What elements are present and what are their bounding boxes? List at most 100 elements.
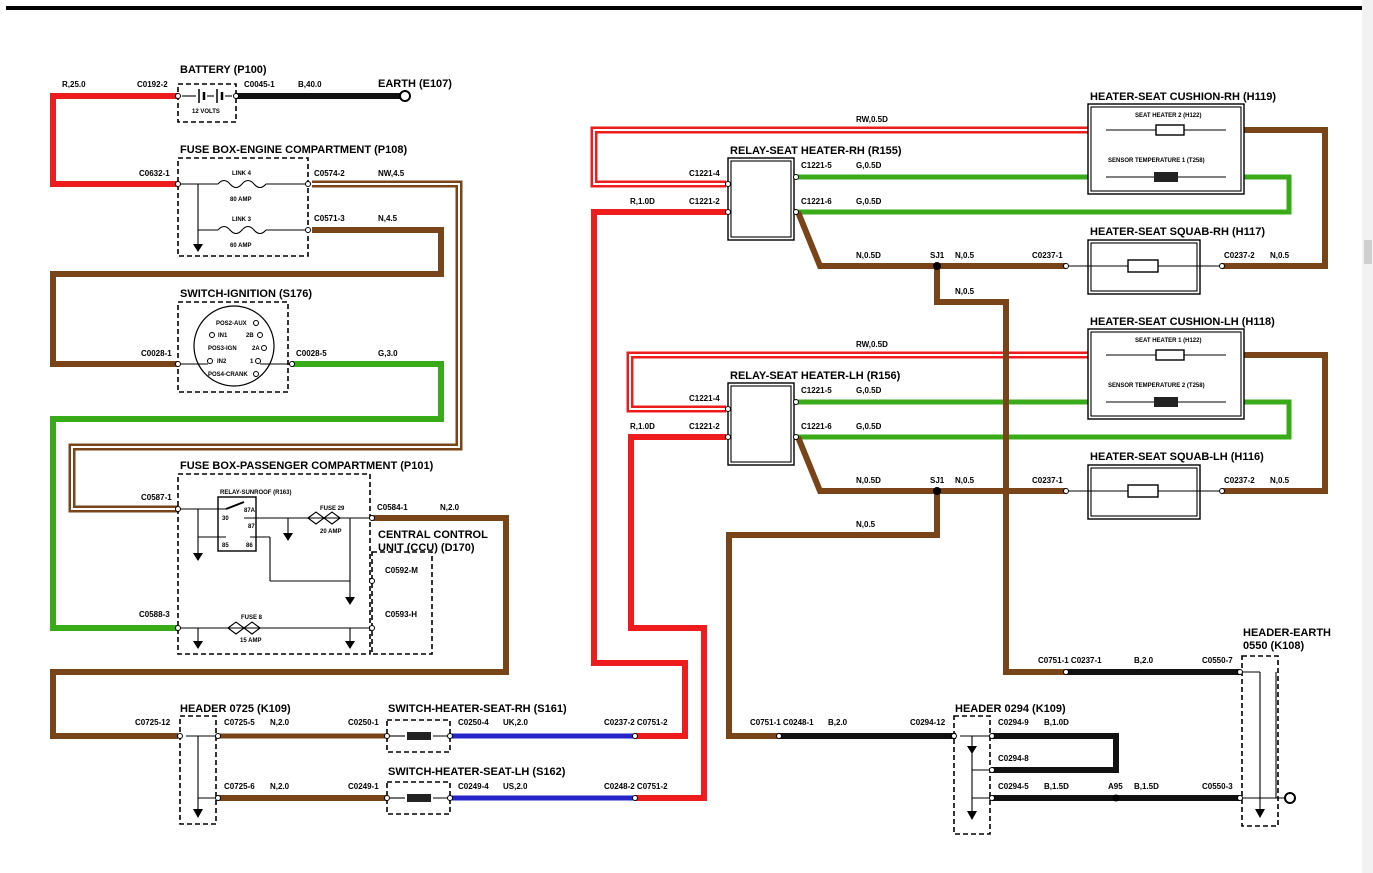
wire-n05-sj1-lh — [726, 491, 940, 739]
svg-text:R,1.0D: R,1.0D — [630, 422, 655, 431]
svg-text:C0550-3: C0550-3 — [1202, 782, 1233, 791]
svg-text:C1221-4: C1221-4 — [689, 394, 720, 403]
svg-text:G,3.0: G,3.0 — [378, 349, 398, 358]
svg-text:US,2.0: US,2.0 — [503, 782, 528, 791]
svg-text:RW,0.5D: RW,0.5D — [856, 340, 888, 349]
svg-text:30: 30 — [222, 516, 229, 522]
svg-text:SJ1: SJ1 — [930, 251, 945, 260]
relay-sunroof-label: RELAY-SUNROOF (R163) — [220, 490, 291, 496]
svg-text:87: 87 — [248, 524, 255, 530]
fusebox-passenger-title: FUSE BOX-PASSENGER COMPARTMENT (P101) — [180, 460, 434, 472]
scrollbar-track[interactable] — [1362, 0, 1373, 873]
pos3-label: POS3-IGN — [208, 346, 237, 352]
svg-text:B,2.0: B,2.0 — [828, 718, 848, 727]
svg-text:C0584-1: C0584-1 — [377, 503, 408, 512]
wire-rw05d-lh-stripe — [629, 354, 1106, 410]
svg-text:RW,0.5D: RW,0.5D — [856, 115, 888, 124]
svg-text:B,1.5D: B,1.5D — [1134, 782, 1159, 791]
svg-text:NW,4.5: NW,4.5 — [378, 169, 405, 178]
switch-heater-seat-lh: SWITCH-HEATER-SEAT-LH (S162) — [386, 766, 566, 815]
svg-text:C0751-1 C0248-1: C0751-1 C0248-1 — [750, 718, 814, 727]
switch-lh-title: SWITCH-HEATER-SEAT-LH (S162) — [388, 766, 566, 778]
svg-text:C0588-3: C0588-3 — [139, 610, 170, 619]
svg-text:B,2.0: B,2.0 — [1134, 656, 1154, 665]
svg-text:N,0.5: N,0.5 — [1270, 476, 1290, 485]
splice-sj1-rh — [933, 262, 941, 270]
connector-labels: C0192-2 C0045-1 C0632-1 C0574-2 C0571-3 … — [135, 80, 1255, 791]
central-control-unit: CENTRAL CONTROL UNIT (CCU) (D170) C0592-… — [371, 529, 488, 655]
relay-lh-title: RELAY-SEAT HEATER-LH (R156) — [730, 370, 901, 382]
svg-text:C0294-12: C0294-12 — [910, 718, 946, 727]
heater-cushion-rh: HEATER-SEAT CUSHION-RH (H119) SEAT HEATE… — [1087, 91, 1276, 195]
link3-amp: 60 AMP — [230, 243, 251, 249]
fuse29-amp: 20 AMP — [320, 529, 341, 535]
wire-b10d — [992, 733, 1119, 773]
svg-text:N,2.0: N,2.0 — [440, 503, 460, 512]
header-0294-title: HEADER 0294 (K109) — [955, 703, 1066, 715]
earth-symbol: EARTH (E107) — [378, 78, 452, 102]
svg-text:C0725-6: C0725-6 — [224, 782, 255, 791]
header-earth-title-1: HEADER-EARTH — [1243, 627, 1331, 639]
splice-sj1-lh — [933, 487, 941, 495]
wire-g05d-rh-6 — [798, 174, 1292, 215]
seat-heater-2-label: SEAT HEATER 2 (H122) — [1135, 113, 1201, 119]
wire-n05d-lh — [795, 435, 1066, 494]
wire-r25 — [50, 93, 178, 187]
svg-text:C0249-1: C0249-1 — [348, 782, 379, 791]
wire-g30 — [50, 361, 444, 631]
sensor-2-label: SENSOR TEMPERATURE 2 (T258) — [1108, 383, 1205, 389]
wire-r10d-rh — [591, 209, 726, 739]
cushion-lh-title: HEATER-SEAT CUSHION-LH (H118) — [1090, 316, 1275, 328]
svg-text:C0294-8: C0294-8 — [998, 754, 1029, 763]
svg-text:C0725-5: C0725-5 — [224, 718, 255, 727]
link3-label: LINK 3 — [232, 217, 252, 223]
scrollbar-thumb[interactable] — [1364, 240, 1372, 264]
relay-seat-heater-rh: RELAY-SEAT HEATER-RH (R155) — [727, 145, 902, 241]
svg-text:A95: A95 — [1108, 782, 1123, 791]
svg-text:N,0.5D: N,0.5D — [856, 251, 881, 260]
svg-text:C0192-2: C0192-2 — [137, 80, 168, 89]
svg-text:N,2.0: N,2.0 — [270, 782, 290, 791]
svg-text:C0237-1: C0237-1 — [1032, 476, 1063, 485]
svg-text:SJ1: SJ1 — [930, 476, 945, 485]
svg-text:C0237-2: C0237-2 — [1224, 476, 1255, 485]
svg-text:C0593-H: C0593-H — [385, 610, 417, 619]
switch-rh-title: SWITCH-HEATER-SEAT-RH (S161) — [388, 703, 567, 715]
svg-text:C0294-9: C0294-9 — [998, 718, 1029, 727]
svg-text:C0574-2: C0574-2 — [314, 169, 345, 178]
p1-label: 1 — [250, 359, 254, 365]
top-rule — [6, 6, 1362, 10]
battery-title: BATTERY (P100) — [180, 64, 267, 76]
relay-rh-title: RELAY-SEAT HEATER-RH (R155) — [730, 145, 902, 157]
p2a-label: 2A — [252, 346, 260, 352]
svg-text:N,0.5: N,0.5 — [955, 476, 975, 485]
svg-text:N,0.5D: N,0.5D — [856, 476, 881, 485]
header-0725: HEADER 0725 (K109) — [179, 703, 291, 825]
wire-n05-lh-loop — [1222, 352, 1328, 494]
switch-heater-seat-rh: SWITCH-HEATER-SEAT-RH (S161) — [386, 703, 567, 753]
wires-right — [590, 126, 1328, 801]
svg-text:C0237-2: C0237-2 — [1224, 251, 1255, 260]
svg-text:C1221-2: C1221-2 — [689, 422, 720, 431]
header-0725-title: HEADER 0725 (K109) — [180, 703, 291, 715]
fuse8-amp: 15 AMP — [240, 638, 261, 644]
relay-seat-heater-lh: RELAY-SEAT HEATER-LH (R156) — [727, 370, 901, 466]
svg-text:C0294-5: C0294-5 — [998, 782, 1029, 791]
header-earth-title-2: 0550 (K108) — [1243, 640, 1304, 652]
svg-text:C1221-6: C1221-6 — [801, 422, 832, 431]
svg-text:C0237-1: C0237-1 — [1032, 251, 1063, 260]
ccu-title-2: UNIT (CCU) (D170) — [378, 542, 475, 554]
svg-text:C0028-5: C0028-5 — [296, 349, 327, 358]
in2-label: IN2 — [217, 359, 227, 365]
wire-rw05d-rh-stripe — [593, 129, 1106, 185]
svg-text:B,1.5D: B,1.5D — [1044, 782, 1069, 791]
svg-text:N,0.5: N,0.5 — [955, 287, 975, 296]
header-0294: HEADER 0294 (K109) — [953, 703, 1066, 835]
wire-n20 — [50, 515, 509, 739]
ccu-title-1: CENTRAL CONTROL — [378, 529, 488, 541]
squab-lh-title: HEATER-SEAT SQUAB-LH (H116) — [1090, 451, 1264, 463]
svg-text:C0237-2 C0751-2: C0237-2 C0751-2 — [604, 718, 668, 727]
svg-text:B,40.0: B,40.0 — [298, 80, 322, 89]
svg-text:C1221-6: C1221-6 — [801, 197, 832, 206]
pos4-label: POS4-CRANK — [208, 372, 248, 378]
